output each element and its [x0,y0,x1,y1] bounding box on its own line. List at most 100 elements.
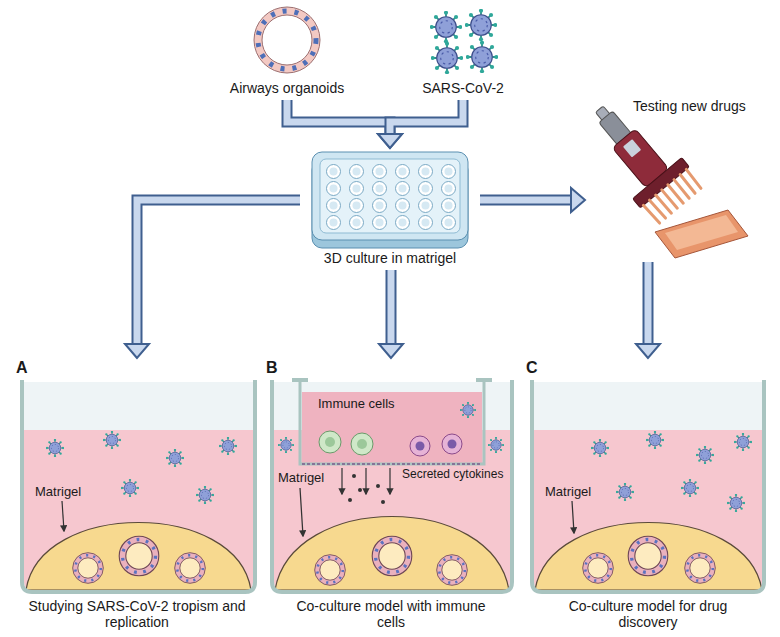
well-panel: AMatrigelStudying SARS-CoV-2 tropism and… [12,358,262,633]
arrow-outline [386,270,397,346]
flow-arrow [636,262,660,358]
well-c [532,380,764,592]
arrow-outline [287,100,390,136]
arrow-shaft [645,262,652,346]
illustration-part [300,380,484,464]
illustration-part [727,494,745,512]
illustration-part [681,479,699,497]
panel-letter: C [526,360,538,376]
arrow-shaft [137,200,300,346]
illustration-part [488,437,504,453]
arrow-outline [137,200,300,346]
illustration-part [430,11,463,44]
illustration-part [319,431,341,453]
arrow-outline [390,100,463,136]
illustration-part [348,498,352,502]
cytokine-arrows [342,468,390,494]
illustration-part [665,215,738,250]
illustration-part [532,380,764,592]
illustration-part [275,517,509,591]
illustration-part [175,553,206,584]
well-a [22,380,255,592]
illustration-part [73,553,104,584]
illustration-part [623,139,641,157]
illustration-part [535,523,762,591]
virus-figure: SARS-CoV-2 [400,4,526,100]
matrigel-label: Matrigel [278,470,324,486]
illustration-part [341,468,342,494]
illustration-part [643,169,701,223]
illustration-part [262,15,312,65]
culture-plate-figure: 3D culture in matrigel [300,148,480,270]
figure-label: Testing new drugs [633,98,746,114]
illustration-part [655,210,748,258]
illustration-part [219,437,237,455]
flow-arrow [379,270,403,358]
illustration-part [628,536,668,576]
illustration-part [351,433,373,455]
illustration-part [416,442,425,451]
illustration-part [734,433,752,451]
illustration-part [103,431,121,449]
arrow-head [378,134,402,148]
illustration-part [62,501,64,531]
illustration-part [302,463,482,465]
reservoir [655,210,748,258]
illustration-part [357,439,367,449]
illustration-part [315,555,346,586]
arrow-shaft [388,270,395,346]
panel-caption: Studying SARS-CoV-2 tropism and replicat… [22,598,252,630]
illustration-part [591,439,609,457]
illustration-part [24,430,253,590]
arrow-head [379,344,403,358]
illustration-part [534,430,762,590]
illustration-part [381,500,385,504]
panel-caption: Co-culture model for drug discovery [548,598,748,630]
illustration-part [365,468,366,494]
illustration-part [24,382,253,430]
illustration-part [272,380,512,592]
illustration-part [278,437,294,453]
illustration-part [320,159,460,233]
illustration-part [466,41,499,74]
illustration-part [465,9,498,42]
illustration-part [410,436,430,456]
illustration-part [696,446,714,464]
immune-cells [319,431,462,456]
illustration-part [572,501,574,533]
illustration-part [583,553,614,584]
illustration-part [196,486,214,504]
illustration-part [389,468,390,494]
illustration-part [166,449,184,467]
illustration-part [358,488,362,492]
organoid-figure: Airways organoids [222,4,352,100]
arrow-outline [643,262,654,346]
culture-plate [312,152,468,248]
arrow-outline [480,195,573,206]
pipette-figure: Testing new drugs [585,92,760,262]
illustration-part [352,474,356,478]
arrow-head [378,134,402,148]
illustration-part [300,488,303,536]
well-panel: BImmune cellsMatrigelSecreted cytokinesC… [262,358,520,633]
illustration-part [431,42,464,75]
figure-label: SARS-CoV-2 [400,80,526,96]
illustration-part [376,484,380,488]
matrigel-label: Matrigel [35,484,81,500]
well-b [272,380,512,592]
figure-label: 3D culture in matrigel [300,250,480,266]
flow-arrow [125,200,300,358]
cytokines [348,474,385,504]
illustration-part [26,523,251,591]
illustration-part [460,402,476,418]
illustration-part [646,431,664,449]
arrow-shaft [287,100,390,136]
illustration-part [442,434,462,454]
arrow-head [125,344,149,358]
illustration-part [448,440,457,449]
arrow-head [571,188,585,212]
arrow-shaft [480,197,573,204]
illustration-part [119,536,159,576]
panel-caption: Co-culture model with immune cells [291,598,491,630]
